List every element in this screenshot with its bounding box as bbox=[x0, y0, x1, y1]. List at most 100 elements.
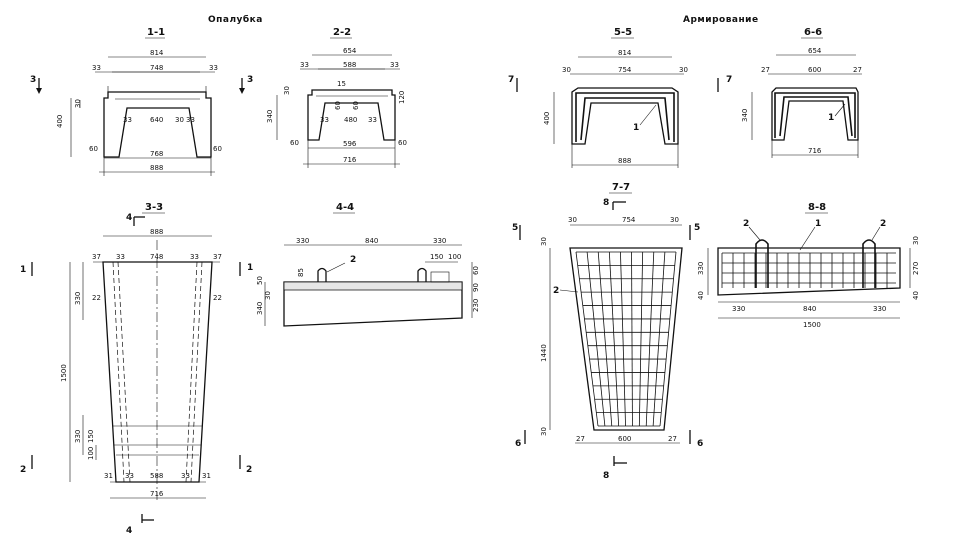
section-title: 4-4 bbox=[336, 202, 354, 213]
section-title: 1-1 bbox=[147, 27, 165, 38]
dim-label: 596 bbox=[343, 140, 357, 148]
dim-label: 22 bbox=[92, 294, 101, 302]
cut-mark-label: 8 bbox=[603, 471, 609, 481]
dim-label: 60 bbox=[89, 145, 98, 153]
loop-right bbox=[417, 267, 427, 282]
dim-label: 888 bbox=[150, 228, 163, 236]
dim-label: 588 bbox=[343, 61, 356, 69]
dim-label: 748 bbox=[150, 253, 163, 261]
cut-mark-label: 4 bbox=[126, 526, 132, 536]
hidden-line bbox=[112, 261, 125, 483]
elevation-outline bbox=[717, 247, 901, 296]
rebar-inner bbox=[779, 96, 853, 137]
dim-label: 60 bbox=[352, 101, 360, 110]
section-title: 5-5 bbox=[614, 27, 632, 38]
dim-label: 33 bbox=[190, 253, 199, 261]
dim-label: 30 bbox=[679, 66, 688, 74]
dim-label: 716 bbox=[343, 156, 357, 164]
cut-mark-label: 6 bbox=[515, 439, 521, 449]
dim-label: 30 bbox=[562, 66, 571, 74]
dim-label: 33 bbox=[390, 61, 399, 69]
dim-label: 37 bbox=[213, 253, 222, 261]
cut-mark-label: 7 bbox=[508, 75, 514, 85]
dim-label: 33 bbox=[186, 116, 195, 124]
dim-label: 31 bbox=[104, 472, 113, 480]
dim-label: 888 bbox=[618, 157, 631, 165]
section-7-7: 7-7 30 754 30 30 1440 30 27 600 27 2 8 8… bbox=[512, 182, 703, 481]
dim-label: 754 bbox=[622, 216, 636, 224]
hidden-line bbox=[117, 261, 131, 483]
title-reinforcement: Армирование bbox=[683, 15, 759, 25]
rebar-bar bbox=[652, 251, 666, 427]
dim-label: 480 bbox=[344, 116, 357, 124]
dim-label: 60 bbox=[398, 139, 407, 147]
rebar-bar bbox=[597, 251, 613, 427]
dim-label: 400 bbox=[543, 112, 551, 125]
dim-label: 30 bbox=[264, 291, 272, 300]
callout-label: 1 bbox=[828, 113, 834, 123]
dim-label: 22 bbox=[213, 294, 222, 302]
callout-label: 1 bbox=[815, 219, 821, 229]
dim-label: 150 bbox=[87, 430, 95, 443]
dim-label: 600 bbox=[618, 435, 631, 443]
dim-label: 840 bbox=[803, 305, 816, 313]
dim-label: 33 bbox=[368, 116, 377, 124]
rebar-mesh bbox=[575, 251, 677, 427]
section-1-1: 1-1 814 748 33 33 400 30 33 640 30 33 76… bbox=[30, 27, 253, 176]
dim-label: 840 bbox=[365, 237, 378, 245]
dim-label: 1500 bbox=[60, 364, 68, 382]
cut-mark-label: 5 bbox=[694, 223, 700, 233]
dim-label: 340 bbox=[741, 109, 749, 122]
dim-label: 330 bbox=[433, 237, 446, 245]
arrow-head bbox=[36, 88, 42, 94]
callout-label: 2 bbox=[553, 286, 559, 296]
section-outline bbox=[571, 87, 679, 145]
cut-mark-label: 1 bbox=[20, 265, 26, 275]
dim-label: 33 bbox=[300, 61, 309, 69]
dim-label: 33 bbox=[116, 253, 125, 261]
section-5-5: 5-5 814 30 754 30 400 888 1 7 bbox=[508, 27, 688, 168]
dim-label: 40 bbox=[912, 291, 920, 300]
callout-leader bbox=[326, 262, 346, 273]
rebar-cage bbox=[774, 92, 856, 138]
section-title: 6-6 bbox=[804, 27, 822, 38]
callout-label: 2 bbox=[350, 255, 356, 265]
dim-label: 330 bbox=[74, 292, 82, 305]
dim-label: 60 bbox=[290, 139, 299, 147]
plan-outline bbox=[569, 247, 683, 431]
dim-label: 27 bbox=[761, 66, 770, 74]
dim-label: 120 bbox=[398, 91, 406, 104]
section-title: 2-2 bbox=[333, 27, 351, 38]
dim-label: 330 bbox=[873, 305, 886, 313]
callout-leader bbox=[799, 226, 816, 251]
title-formwork: Опалубка bbox=[208, 14, 263, 25]
callout-label: 2 bbox=[743, 219, 749, 229]
dim-label: 340 bbox=[266, 110, 274, 123]
rebar-bar bbox=[659, 251, 677, 427]
dim-label: 330 bbox=[697, 262, 705, 275]
dim-label: 90 bbox=[472, 283, 480, 292]
dim-label: 748 bbox=[150, 64, 163, 72]
dim-label: 31 bbox=[202, 472, 211, 480]
section-title: 3-3 bbox=[145, 202, 163, 213]
dim-label: 330 bbox=[732, 305, 745, 313]
dim-label: 400 bbox=[56, 115, 64, 128]
dim-label: 588 bbox=[150, 472, 163, 480]
dim-label: 30 bbox=[283, 86, 291, 95]
rebar-inner bbox=[580, 97, 670, 141]
embed-plate bbox=[430, 271, 450, 283]
dim-label: 814 bbox=[618, 49, 632, 57]
dim-label: 33 bbox=[92, 64, 101, 72]
section-6-6: 6-6 654 27 600 27 340 716 1 7 bbox=[717, 27, 862, 158]
dim-label: 50 bbox=[256, 276, 264, 285]
dim-label: 30 bbox=[540, 237, 548, 246]
dim-label: 150 bbox=[430, 253, 443, 261]
dim-label: 340 bbox=[256, 302, 264, 315]
section-outline bbox=[771, 87, 859, 141]
cut-mark-label: 2 bbox=[20, 465, 26, 475]
dim-label: 60 bbox=[213, 145, 222, 153]
dim-label: 15 bbox=[337, 80, 346, 88]
dim-label: 888 bbox=[150, 164, 163, 172]
dim-label: 33 bbox=[123, 116, 132, 124]
